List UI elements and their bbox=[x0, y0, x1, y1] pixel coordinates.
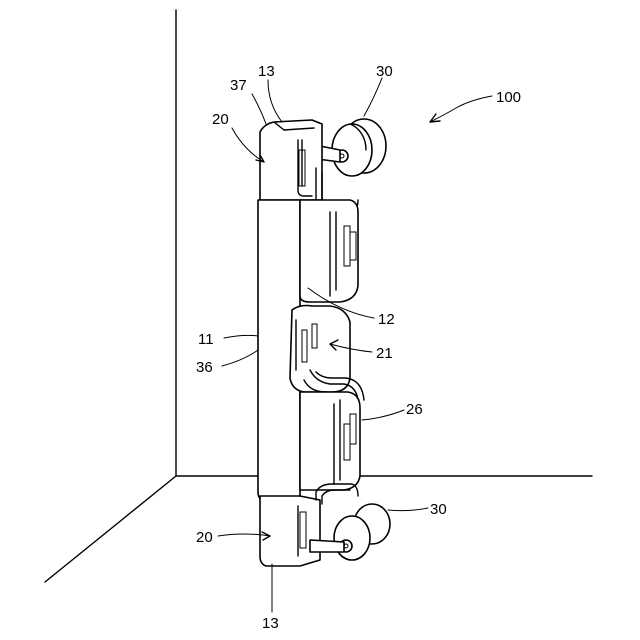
label-20-top: 20 bbox=[212, 111, 229, 128]
label-30-top: 30 bbox=[376, 63, 393, 80]
label-13-top: 13 bbox=[258, 63, 275, 80]
label-37: 37 bbox=[230, 77, 247, 94]
label-20-bottom: 20 bbox=[196, 529, 213, 546]
bottom-caster-wheel bbox=[310, 504, 390, 560]
label-30-bottom: 30 bbox=[430, 501, 447, 518]
label-12: 12 bbox=[378, 311, 395, 328]
label-26: 26 bbox=[406, 401, 423, 418]
label-21: 21 bbox=[376, 345, 393, 362]
label-100: 100 bbox=[496, 89, 521, 106]
label-11: 11 bbox=[198, 331, 214, 348]
label-13-bottom: 13 bbox=[262, 615, 279, 632]
folded-carrier-body bbox=[258, 120, 364, 566]
label-36: 36 bbox=[196, 359, 213, 376]
